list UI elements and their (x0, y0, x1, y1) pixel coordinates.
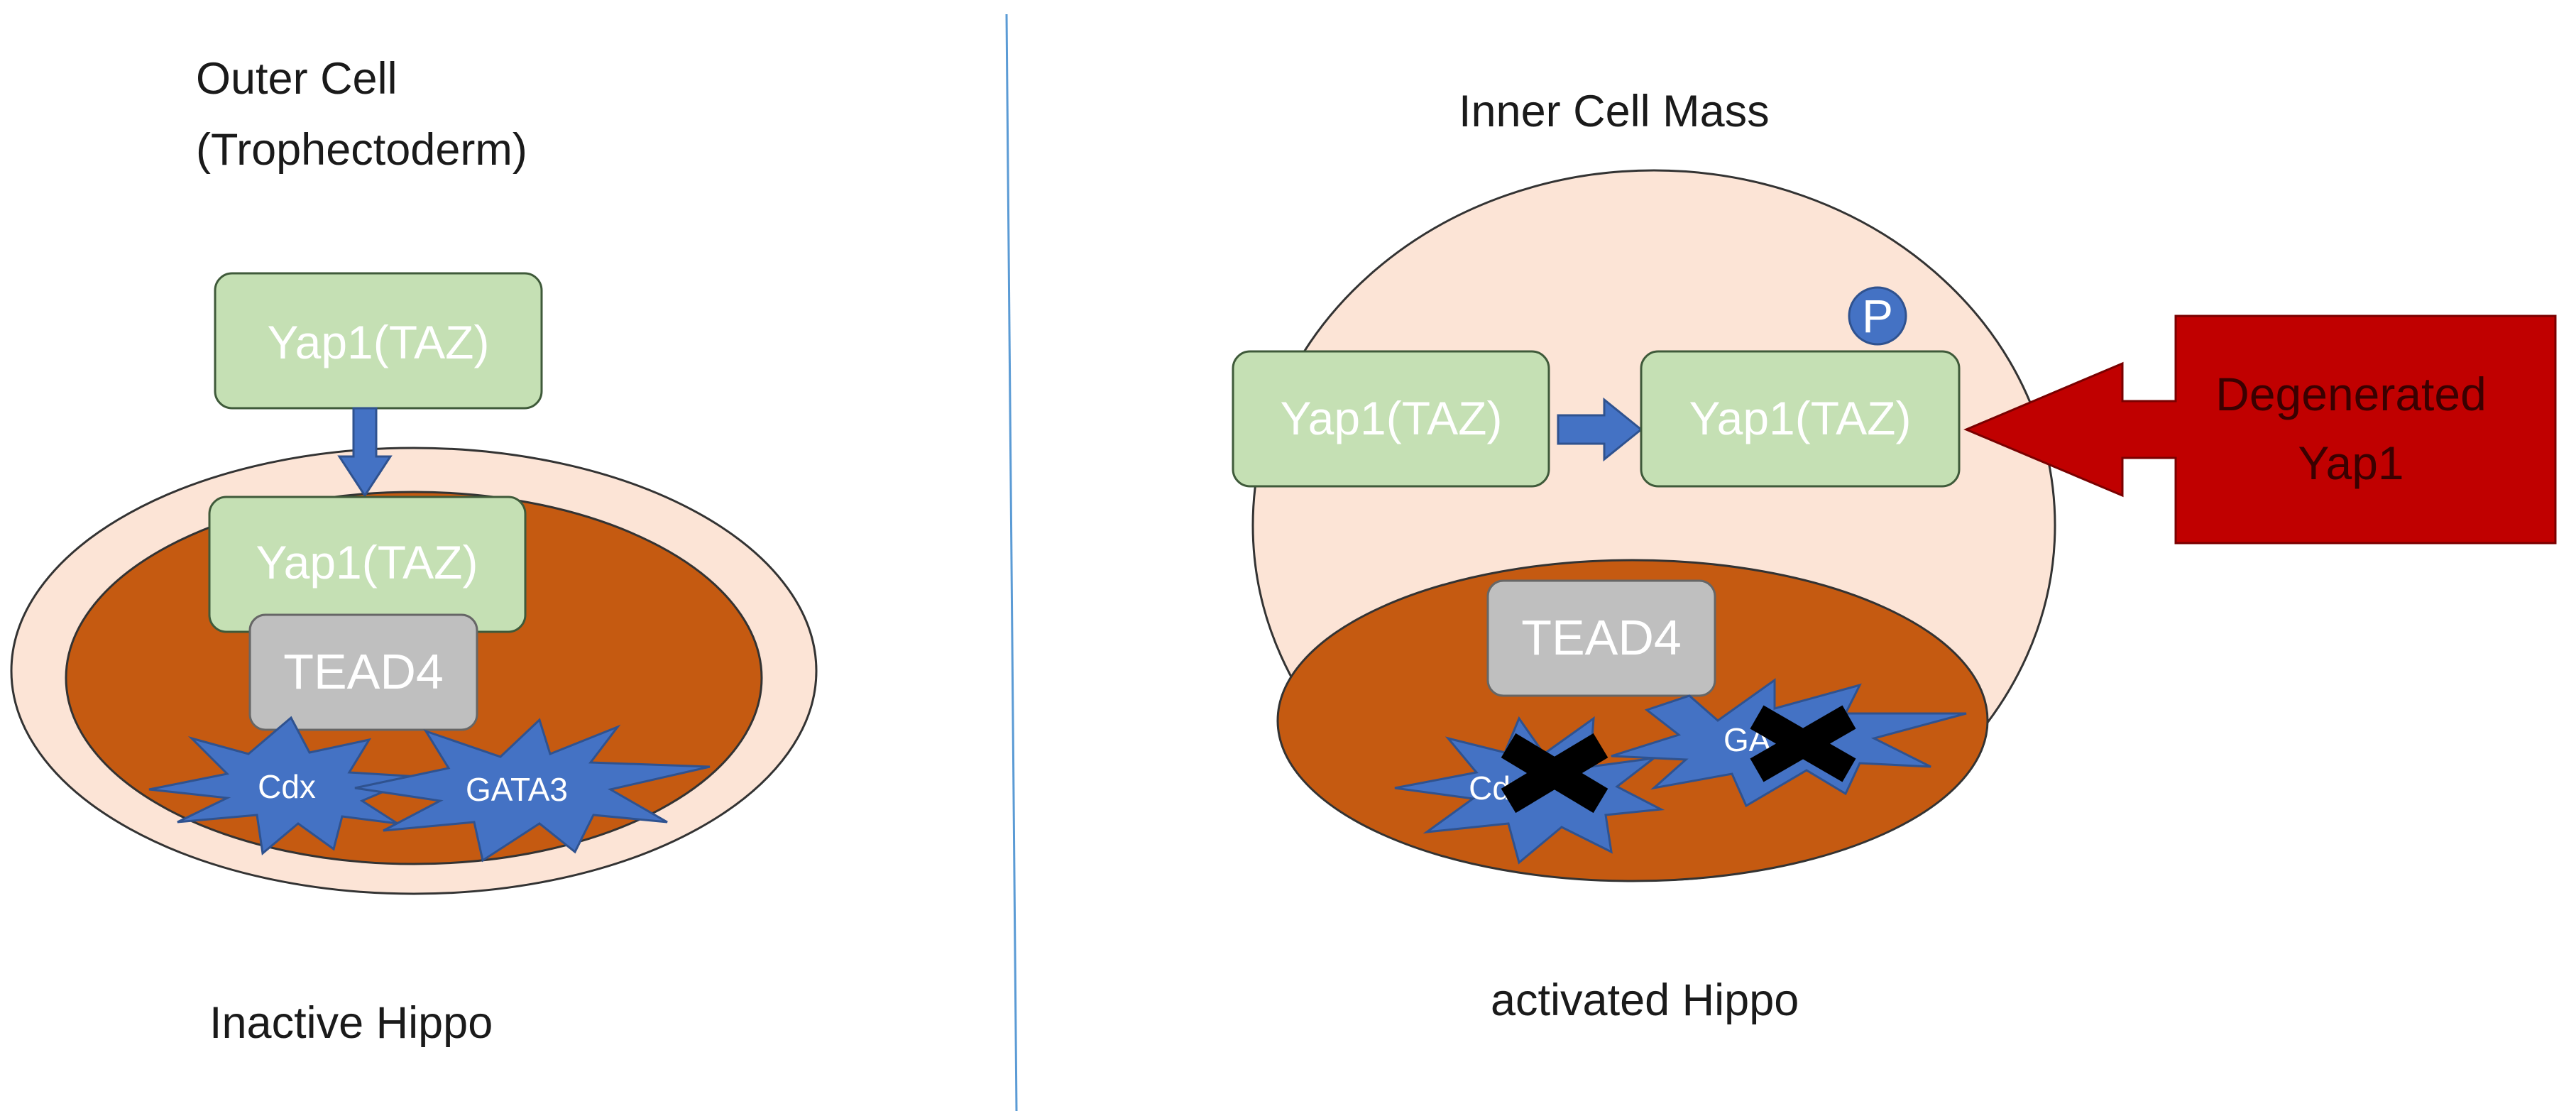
left-title-line2: (Trophectoderm) (196, 125, 527, 175)
nuclear-translocation-arrow (337, 407, 393, 498)
degenerated-label-line1: Degenerated (2215, 368, 2487, 420)
phosphate-label: P (1862, 290, 1893, 342)
left-tead4-label: TEAD4 (283, 644, 444, 699)
degeneration-arrow (1963, 314, 2557, 545)
left-tead4-box (248, 613, 478, 731)
nuclear-yap1-label: Yap1(TAZ) (256, 536, 478, 589)
left-gata3-label: GATA3 (466, 771, 568, 808)
right-title: Inner Cell Mass (1459, 87, 1770, 136)
right-tead4-label: TEAD4 (1521, 610, 1682, 665)
degenerated-label-line2: Yap1 (2298, 437, 2404, 489)
phos-yap1-label: Yap1(TAZ) (1689, 392, 1912, 444)
left-cdx-label: Cdx (258, 768, 316, 805)
right-caption: activated Hippo (1491, 975, 1799, 1025)
phos-yap1-box (1640, 350, 1961, 488)
left-cdx-star (148, 716, 420, 855)
cdx-blocked-cross (1501, 733, 1608, 814)
phosphorylation-arrow (1557, 397, 1643, 462)
phosphate-badge (1848, 286, 1907, 346)
panel-divider (1005, 13, 1018, 1112)
right-tead4-box (1486, 579, 1716, 697)
left-title-line1: Outer Cell (196, 54, 398, 104)
left-caption: Inactive Hippo (209, 998, 493, 1048)
left-panel: Outer Cell (Trophectoderm) Yap1(TAZ) Yap… (10, 54, 818, 1048)
inner-cell-nucleus (1276, 559, 1989, 882)
right-panel: Inner Cell Mass Yap1(TAZ) Yap1(TAZ) P De… (1232, 87, 2557, 1025)
cyto-yap1-box (214, 272, 543, 410)
gata3-blocked-cross (1750, 705, 1856, 782)
unphos-yap1-box (1232, 350, 1550, 488)
cyto-yap1-label: Yap1(TAZ) (268, 316, 490, 368)
left-gata3-star (354, 718, 711, 863)
unphos-yap1-label: Yap1(TAZ) (1281, 392, 1503, 444)
